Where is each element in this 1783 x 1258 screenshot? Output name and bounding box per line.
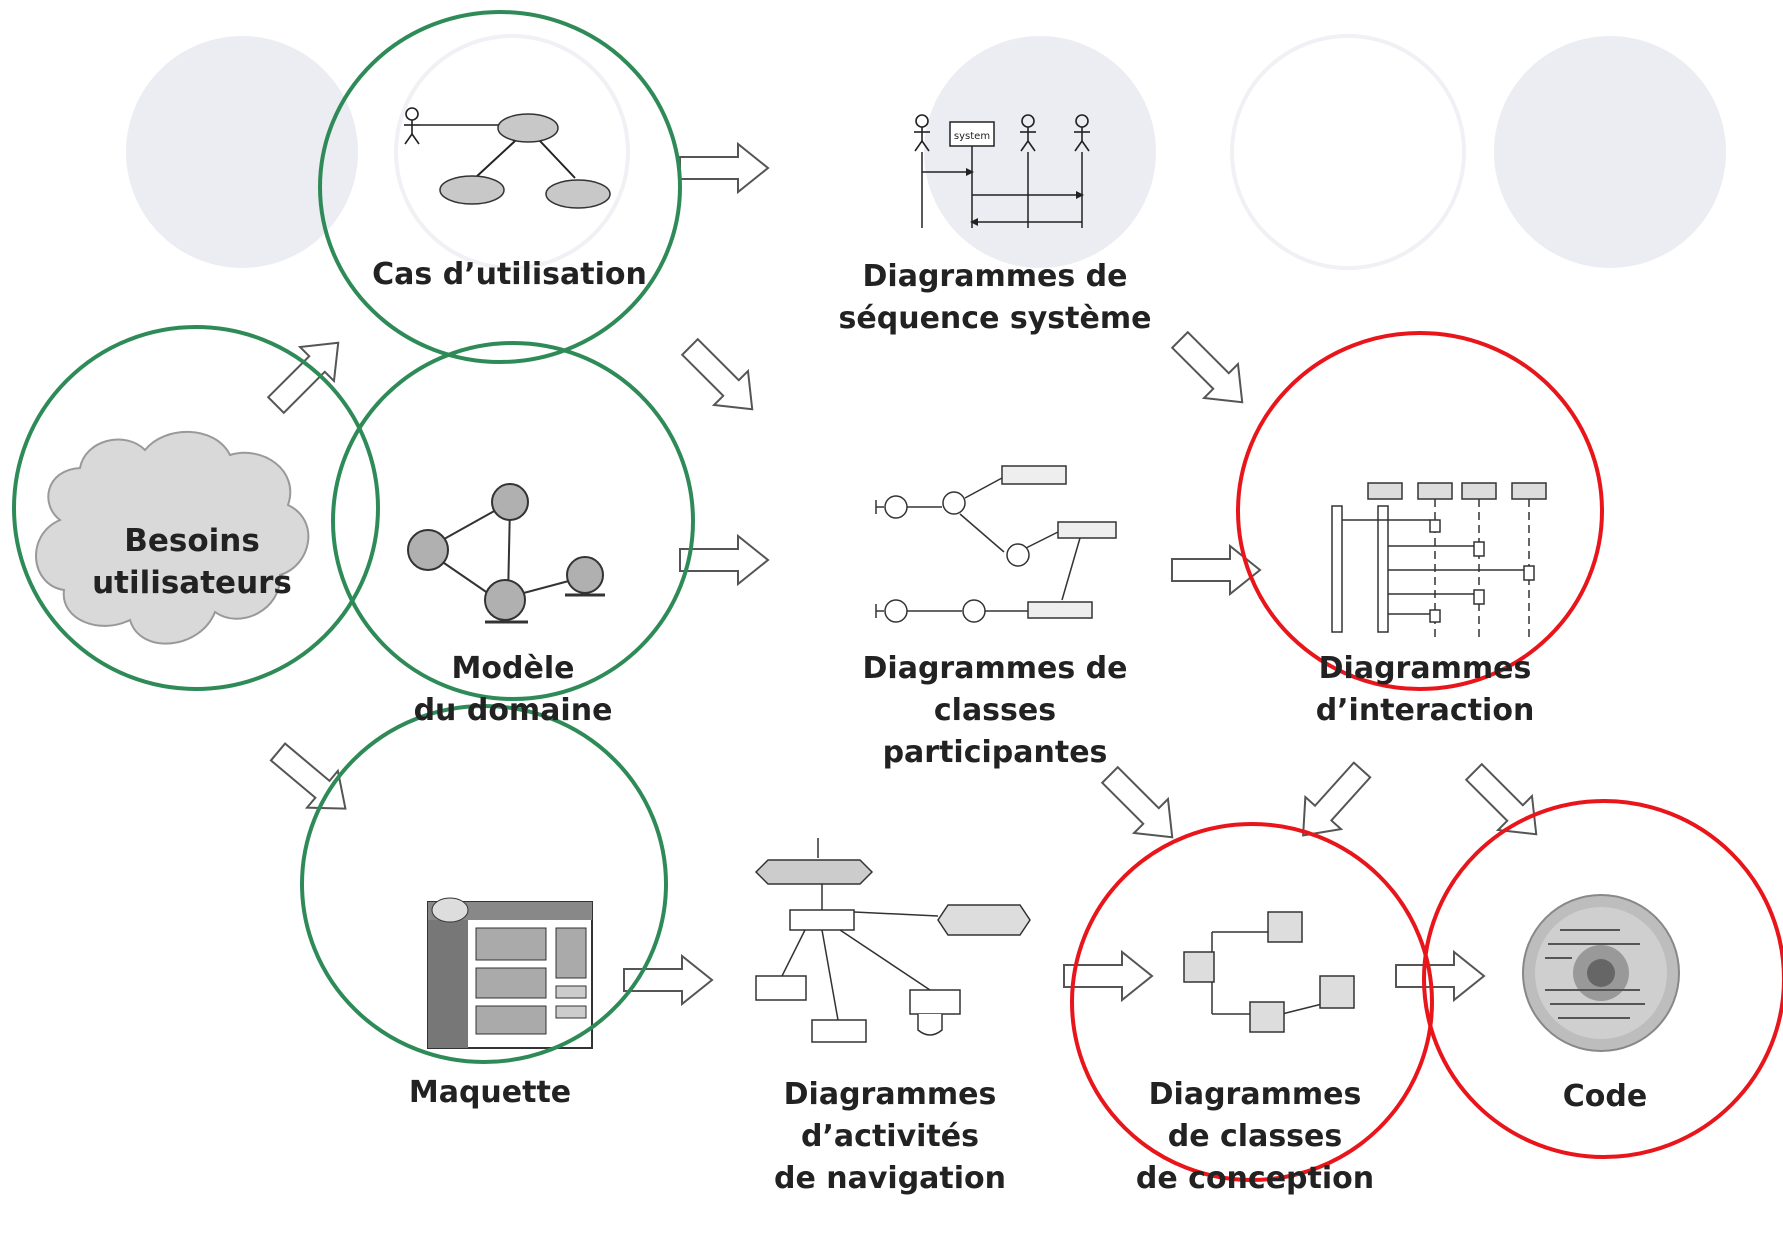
interaction-diagram-icon — [1331, 482, 1547, 640]
bg-circle — [1494, 36, 1726, 268]
green-highlight — [12, 325, 380, 691]
design-classes-icon — [1183, 911, 1355, 1033]
red-highlight — [1236, 331, 1604, 691]
highlight-ellipses — [12, 10, 1783, 1182]
code-disc-icon — [1522, 894, 1680, 1052]
arrow — [679, 143, 769, 193]
arrow — [1395, 951, 1485, 1001]
arrow — [1162, 322, 1261, 421]
system-box-label: system — [954, 131, 990, 142]
green-highlight — [318, 10, 682, 364]
participating-classes-icon — [875, 465, 1117, 623]
label-classes-participantes: Diagrammes de classes participantes — [862, 651, 1128, 770]
bg-circle — [924, 36, 1156, 268]
background-circles — [126, 34, 1726, 270]
system-sequence-icon: system — [913, 114, 1091, 228]
user-needs-cloud — [35, 430, 310, 645]
arrow — [261, 732, 362, 828]
label-cas-utilisation: Cas d’utilisation — [372, 257, 647, 292]
use-case-icon — [403, 107, 611, 209]
label-activites-navigation: Diagrammes d’activités de navigation — [773, 1077, 1007, 1196]
domain-model-icon — [407, 483, 605, 624]
red-highlight — [1070, 822, 1434, 1182]
arrow — [258, 324, 357, 423]
label-modele-domaine: Modèle du domaine — [413, 651, 613, 728]
label-interaction: Diagrammes d’interaction — [1315, 651, 1535, 728]
label-sequence-systeme: Diagrammes de séquence système — [838, 259, 1152, 336]
arrow — [1284, 752, 1381, 853]
bg-circle — [1230, 34, 1466, 270]
label-code: Code — [1562, 1079, 1648, 1114]
green-highlight — [300, 704, 668, 1064]
green-highlight — [331, 341, 695, 701]
label-besoins-utilisateurs: Besoins utilisateurs — [92, 523, 292, 601]
label-classes-conception: Diagrammes de classes de conception — [1135, 1077, 1375, 1196]
arrow — [1456, 754, 1555, 853]
bg-circle — [394, 34, 630, 270]
mockup-icon — [427, 897, 593, 1049]
bg-circle — [126, 36, 358, 268]
navigation-activity-icon — [754, 838, 1031, 1043]
red-highlight — [1422, 799, 1783, 1159]
arrow — [672, 329, 771, 428]
label-maquette: Maquette — [408, 1075, 572, 1110]
